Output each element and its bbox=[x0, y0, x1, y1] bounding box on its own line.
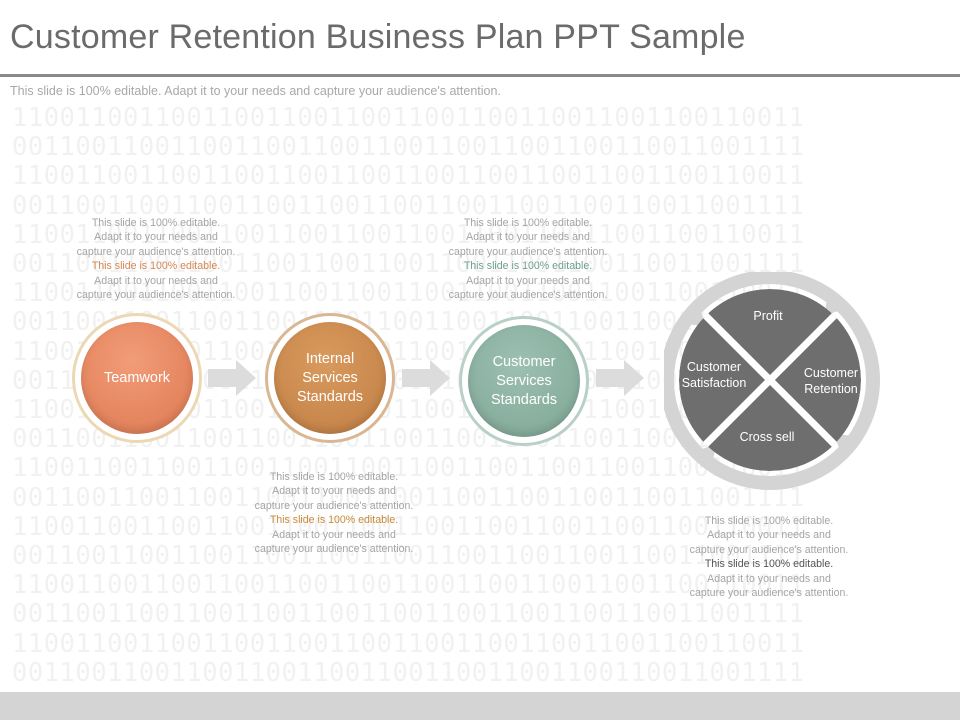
title-divider bbox=[0, 74, 960, 77]
note-line-highlight: This slide is 100% editable. bbox=[269, 514, 399, 527]
note-customer-services: This slide is 100% editable. Adapt it to… bbox=[428, 216, 628, 302]
note-line: capture your audience's attention. bbox=[254, 499, 414, 512]
note-line: Adapt it to your needs and bbox=[707, 529, 831, 542]
note-line: capture your audience's attention. bbox=[689, 543, 849, 556]
quadrant-customer-satisfaction-line1: Customer bbox=[687, 360, 741, 374]
note-line-highlight: This slide is 100% editable. bbox=[91, 260, 221, 273]
note-line: capture your audience's attention. bbox=[448, 289, 608, 302]
note-line: Adapt it to your needs and bbox=[272, 485, 396, 498]
note-line: capture your audience's attention. bbox=[254, 543, 414, 556]
note-line: Adapt it to your needs and bbox=[466, 274, 590, 287]
step-customer-services-standards: Customer Services Standards bbox=[459, 316, 589, 446]
note-internal-services: This slide is 100% editable. Adapt it to… bbox=[234, 470, 434, 556]
note-line: capture your audience's attention. bbox=[76, 245, 236, 258]
quadrant-customer-satisfaction-line2: Satisfaction bbox=[682, 376, 747, 390]
note-line: This slide is 100% editable. bbox=[269, 471, 399, 483]
quadrant-cross-sell: Cross sell bbox=[740, 430, 795, 444]
cycle-arrowhead-icon bbox=[684, 304, 706, 326]
note-line: Adapt it to your needs and bbox=[94, 231, 218, 244]
arrow-right-icon bbox=[596, 360, 644, 396]
note-line-highlight: This slide is 100% editable. bbox=[704, 558, 834, 571]
quadrant-customer-retention-line2: Retention bbox=[804, 382, 858, 396]
step-teamwork-label: Teamwork bbox=[81, 322, 193, 434]
page-title: Customer Retention Business Plan PPT Sam… bbox=[10, 18, 746, 56]
cycle-arrowhead-icon bbox=[834, 434, 856, 456]
cycle-arrowhead-icon bbox=[694, 444, 716, 466]
step-internal-services-standards: Internal Services Standards bbox=[265, 313, 395, 443]
note-line: Adapt it to your needs and bbox=[707, 572, 831, 585]
note-line: This slide is 100% editable. bbox=[91, 217, 221, 229]
note-line: This slide is 100% editable. bbox=[704, 515, 834, 527]
note-line: This slide is 100% editable. bbox=[463, 217, 593, 229]
note-line: Adapt it to your needs and bbox=[466, 231, 590, 244]
cycle-diagram: Profit Customer Satisfaction Customer Re… bbox=[664, 272, 880, 490]
quadrant-profit: Profit bbox=[753, 309, 783, 323]
note-teamwork: This slide is 100% editable. Adapt it to… bbox=[56, 216, 256, 302]
cycle-ring bbox=[664, 272, 880, 490]
step-customer-services-label: Customer Services Standards bbox=[468, 325, 580, 437]
arrow-right-icon bbox=[402, 360, 450, 396]
subtitle: This slide is 100% editable. Adapt it to… bbox=[10, 84, 501, 98]
quadrant-customer-retention-line1: Customer bbox=[804, 366, 858, 380]
note-line: capture your audience's attention. bbox=[448, 245, 608, 258]
note-line: capture your audience's attention. bbox=[76, 289, 236, 302]
step-internal-services-label: Internal Services Standards bbox=[274, 322, 386, 434]
arrow-right-icon bbox=[208, 360, 256, 396]
note-line: capture your audience's attention. bbox=[689, 587, 849, 600]
note-line: Adapt it to your needs and bbox=[272, 528, 396, 541]
note-cycle: This slide is 100% editable. Adapt it to… bbox=[669, 514, 869, 600]
footer-bar bbox=[0, 692, 960, 720]
cycle-arrowhead-icon bbox=[824, 294, 846, 316]
note-line-highlight: This slide is 100% editable. bbox=[463, 260, 593, 273]
note-line: Adapt it to your needs and bbox=[94, 274, 218, 287]
step-teamwork: Teamwork bbox=[72, 313, 202, 443]
